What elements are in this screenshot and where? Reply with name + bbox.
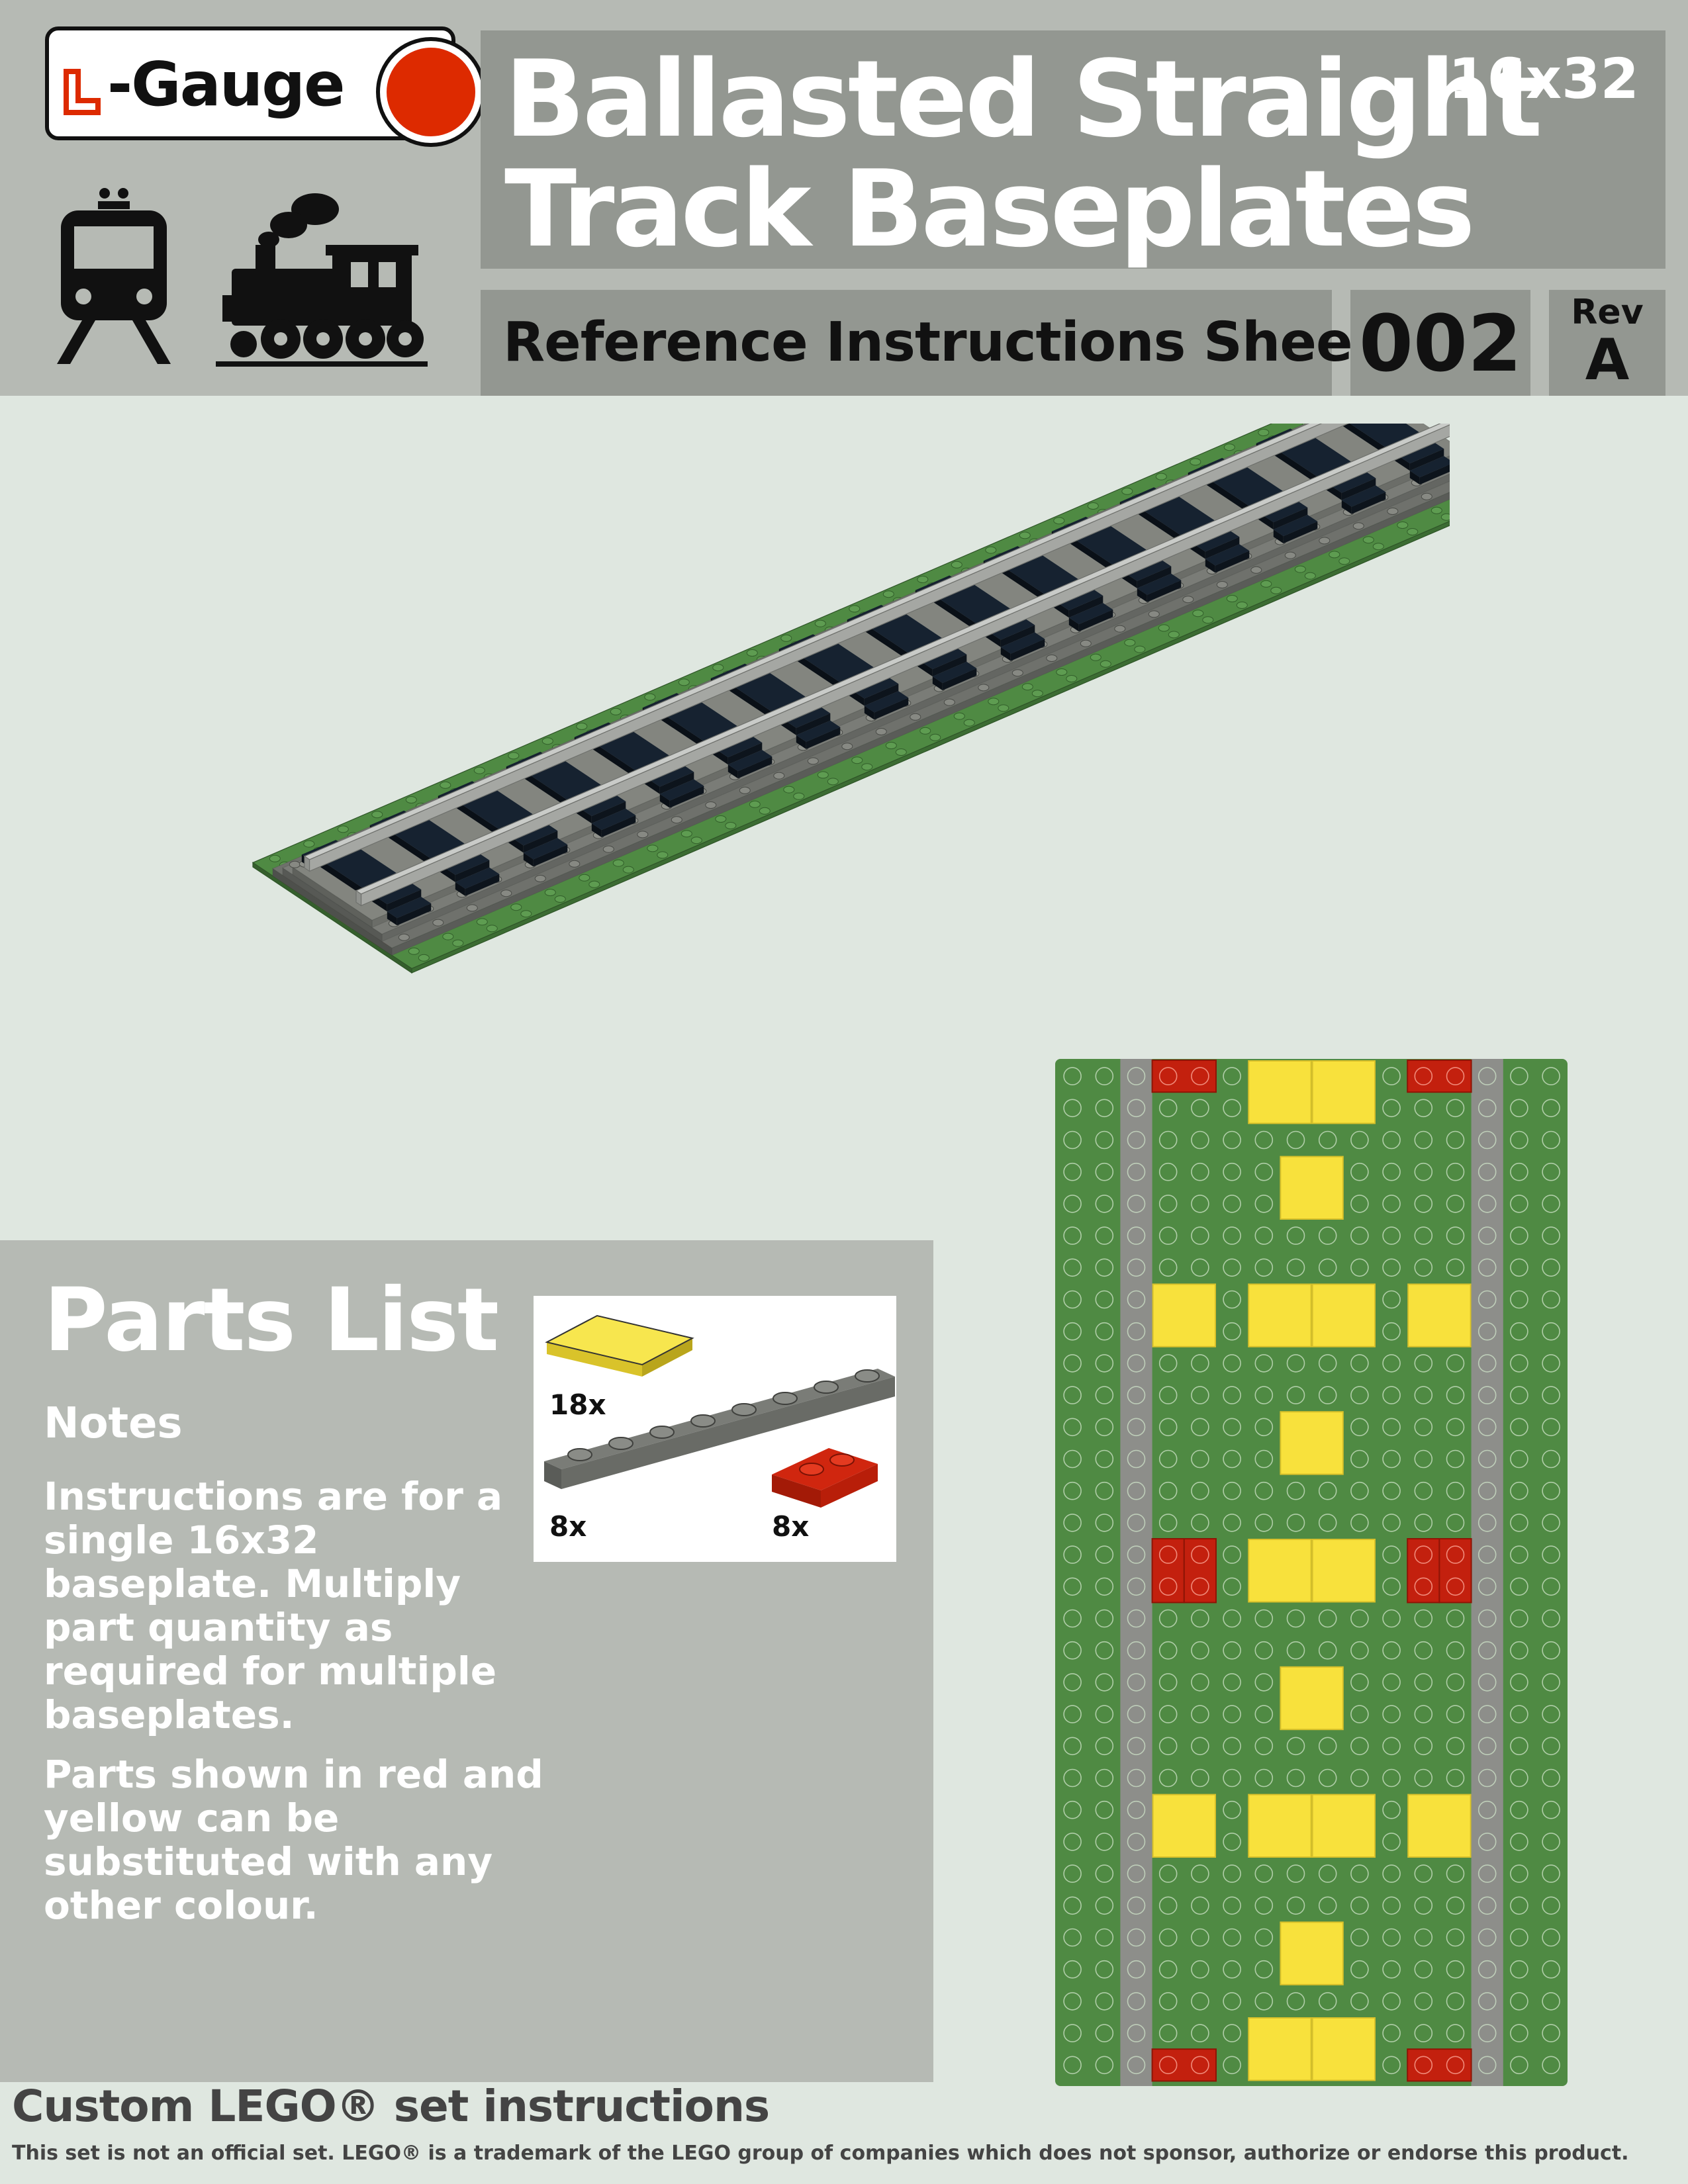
plan-yellow-tile: [1248, 2017, 1312, 2081]
steam-locomotive-icon: [216, 193, 428, 367]
subtitle-box: Reference Instructions Sheet: [481, 290, 1378, 396]
plan-gray-plate-column: [1471, 1059, 1503, 2086]
parts-list-title: Parts List: [44, 1269, 499, 1371]
plan-red-plate: [1438, 1538, 1472, 1604]
yellow-tile-part: [545, 1314, 694, 1377]
plan-yellow-tile: [1311, 1794, 1376, 1858]
notes-heading: Notes: [44, 1399, 183, 1448]
sheet-number-box: 002: [1350, 290, 1530, 396]
title-line-2: Track Baseplates: [504, 147, 1476, 271]
footer-title: Custom LEGO® set instructions: [12, 2081, 770, 2132]
plan-yellow-tile: [1280, 1156, 1344, 1220]
revision-box: Rev A: [1549, 290, 1665, 396]
plan-yellow-tile: [1280, 1921, 1344, 1985]
revision-label: Rev: [1571, 293, 1644, 332]
plan-yellow-tile: [1248, 1283, 1312, 1347]
sheet-number: 002: [1358, 298, 1523, 389]
note-single-baseplate: Instructions are for a single 16x32 base…: [44, 1474, 503, 1737]
plan-yellow-tile: [1311, 2017, 1376, 2081]
logo-text: -Gauge: [107, 49, 346, 120]
red-signal-icon: [380, 41, 482, 143]
plan-yellow-tile: [1152, 1794, 1217, 1858]
plan-yellow-tile: [1152, 1283, 1217, 1347]
red-plate-part: [772, 1448, 878, 1508]
plan-yellow-tile: [1248, 1060, 1312, 1124]
footer-disclaimer: This set is not an official set. LEGO® i…: [12, 2142, 1629, 2165]
plan-red-plate: [1151, 1538, 1185, 1604]
red-plate-quantity: 8x: [772, 1510, 810, 1543]
parts-illustration: [544, 1314, 895, 1508]
plan-red-plate: [1183, 1538, 1217, 1604]
title-box: Ballasted Straight Track Baseplates 16x3…: [481, 30, 1665, 271]
gray-plate-quantity: 8x: [549, 1510, 587, 1543]
plan-red-plate: [1407, 2048, 1472, 2082]
l-letter-icon: [64, 69, 101, 115]
parts-illustration-panel: 18x 8x 8x: [534, 1296, 896, 1562]
plan-yellow-tile: [1280, 1411, 1344, 1475]
baseplate-size-label: 16x32: [1448, 46, 1639, 111]
plan-yellow-tile: [1248, 1794, 1312, 1858]
yellow-tile-quantity: 18x: [549, 1388, 606, 1421]
plan-yellow-tile: [1311, 1539, 1376, 1603]
plan-red-plate: [1407, 1060, 1472, 1093]
plan-red-plate: [1151, 1060, 1217, 1093]
plan-gray-plate-column: [1120, 1059, 1152, 2086]
l-gauge-logo: -Gauge: [45, 26, 482, 143]
revision-value: A: [1585, 327, 1630, 393]
title-line-1: Ballasted Straight: [504, 37, 1542, 161]
top-down-plan-diagram: [1055, 1059, 1568, 2086]
plan-red-plate: [1151, 2048, 1217, 2082]
plan-yellow-tile: [1407, 1283, 1472, 1347]
plan-yellow-tile: [1311, 1060, 1376, 1124]
isometric-track-render: [252, 424, 1450, 974]
subtitle: Reference Instructions Sheet: [503, 311, 1378, 374]
gray-plate-part: [544, 1369, 895, 1489]
plan-yellow-tile: [1248, 1539, 1312, 1603]
plan-yellow-tile: [1311, 1283, 1376, 1347]
plan-yellow-tile: [1280, 1666, 1344, 1731]
tram-icon: [57, 188, 171, 364]
note-colour-substitution: Parts shown in red and yellow can be sub…: [44, 1752, 543, 1928]
parts-list-panel: Parts List Notes Instructions are for a …: [0, 1240, 933, 2082]
plan-red-plate: [1407, 1538, 1440, 1604]
plan-yellow-tile: [1407, 1794, 1472, 1858]
